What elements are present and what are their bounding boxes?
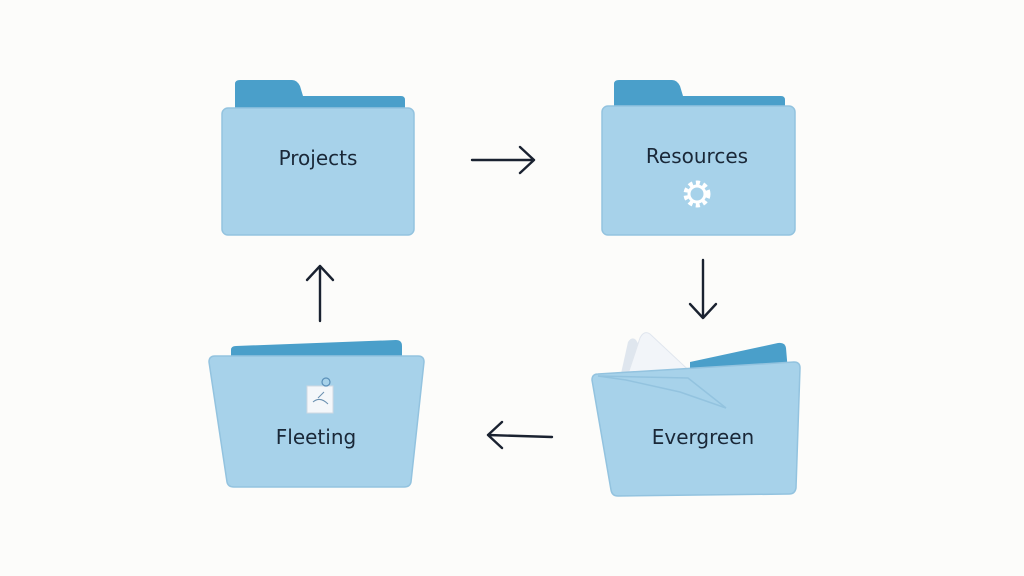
folder-tab [235,80,405,112]
folder-front [591,361,801,497]
arrow-up-icon [305,264,335,323]
folder-tab [614,80,785,112]
folder-front [601,105,796,236]
folder-front [221,107,415,236]
folder-front [208,355,425,488]
folder-label: Resources [646,144,748,168]
folder-evergreen[interactable]: Evergreen [591,332,801,497]
arrow-left-icon [486,420,554,450]
folder-resources[interactable]: Resources [601,80,796,236]
folder-fleeting[interactable]: Fleeting [208,340,425,488]
folder-tab [231,340,402,360]
arrow-right-icon [470,145,536,175]
folder-label: Projects [279,146,358,170]
folder-projects[interactable]: Projects [221,80,415,236]
folder-label: Fleeting [276,425,356,449]
folder-label: Evergreen [652,425,754,449]
arrow-down-icon [688,258,718,320]
sticky-note-icon [306,377,334,414]
gear-icon [683,180,711,208]
